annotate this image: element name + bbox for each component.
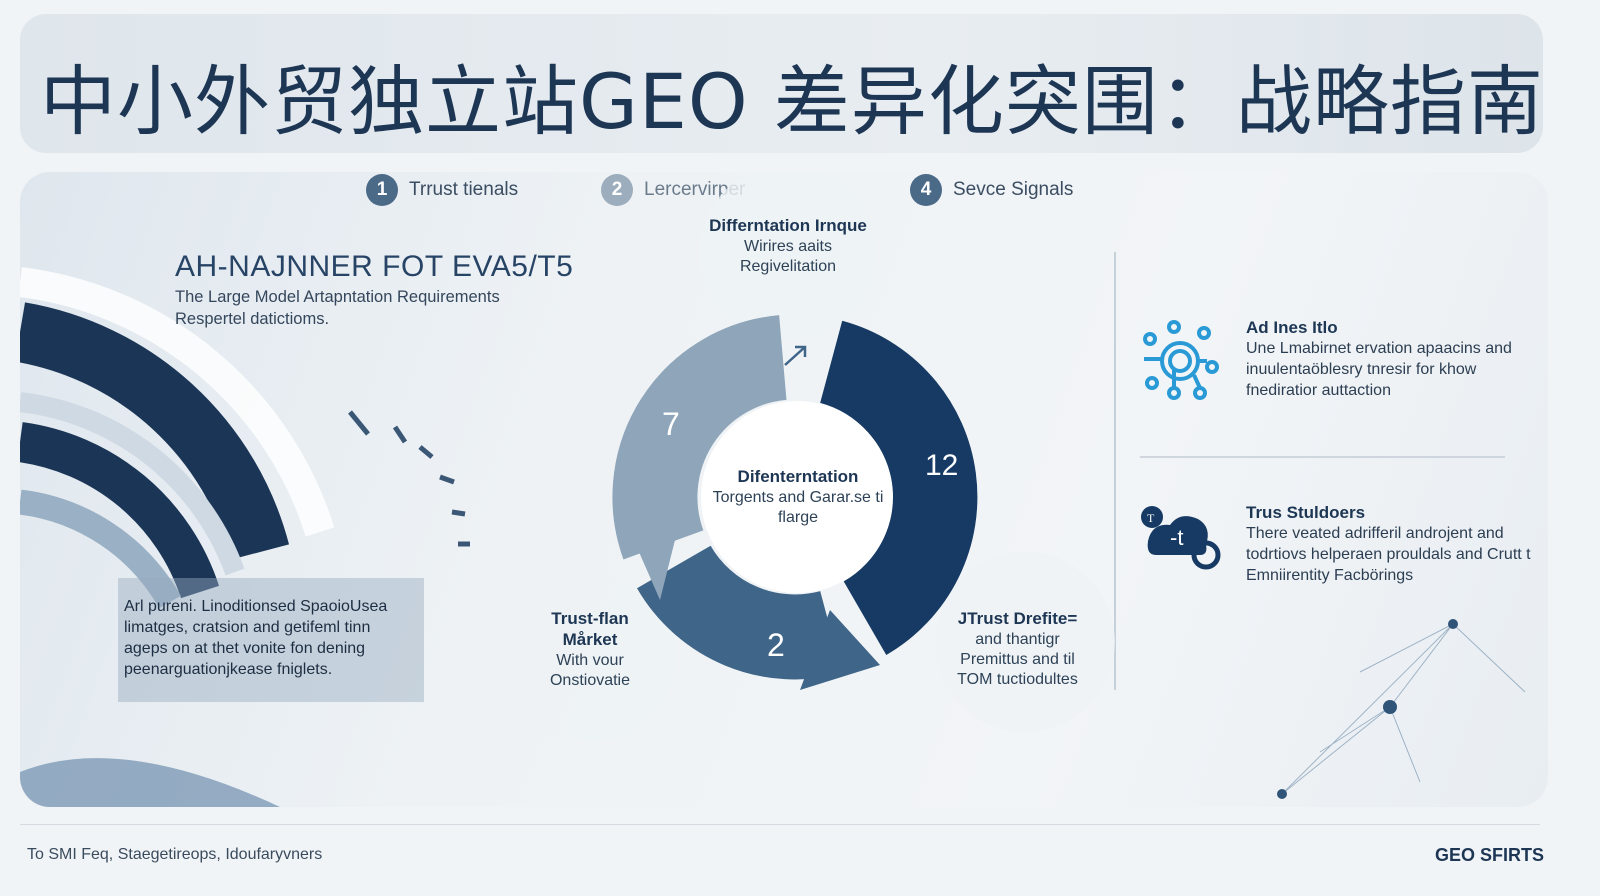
feature-text: There veated adrifferil androjent and to…: [1246, 525, 1531, 584]
intro-text: The Large Model Artapntation Requirement…: [175, 288, 500, 328]
step-4[interactable]: 4 Sevce Signals: [910, 173, 1073, 207]
step-number: 4: [910, 174, 942, 206]
left-note: Arl pureni. Linoditionsed SpaoioUsea lim…: [118, 578, 424, 702]
svg-text:T: T: [1147, 511, 1155, 525]
step-2[interactable]: 2 Lercervirper: [601, 173, 745, 207]
cycle-number: 7: [662, 406, 680, 442]
label-text: Torgents and Garar.se ti flarge: [712, 489, 884, 526]
footer-divider: [20, 824, 1540, 825]
feature-text: Une Lmabirnet ervation apaacins and inuu…: [1246, 340, 1512, 399]
label-title: Differntation Irnque: [709, 216, 867, 235]
label-text: and thantigr Premittus and til TOM tucti…: [957, 631, 1078, 688]
step-number: 2: [601, 174, 633, 206]
step-bar: 1 Trrust tienals 2 Lercervirper 4 Sevce …: [360, 172, 1160, 220]
step-label: Sevce Signals: [953, 179, 1074, 200]
cycle-number: 12: [925, 449, 958, 482]
arrowhead: [625, 480, 690, 600]
step-label: Lercervirper: [644, 179, 746, 200]
arrowhead: [880, 350, 940, 460]
cycle-segment-dark: [819, 320, 978, 655]
step-number: 1: [366, 174, 398, 206]
cycle-bottom-left-label: Trust-flan Mårket With vour Onstiovatie: [530, 609, 650, 691]
footer-brand: GEO SFIRTS: [1434, 845, 1544, 865]
cycle-segment-mid: [637, 544, 843, 680]
label-title: JTrust Drefite=: [957, 609, 1078, 628]
intro-heading: AH-NAJNNER FOT EVA5/T5: [175, 250, 574, 283]
decorative-background: [20, 252, 1526, 807]
svg-text:-t: -t: [1170, 525, 1183, 550]
label-text: Wirires aaits Regivelitation: [739, 238, 837, 275]
arrow-up-right-icon: [784, 345, 807, 366]
title-banner: 中小外贸独立站GEO 差异化突围：战略指南: [20, 14, 1543, 153]
feature-title: Trus Stuldoers: [1246, 503, 1366, 522]
main-panel: 1 Trrust tienals 2 Lercervirper 4 Sevce …: [20, 172, 1548, 807]
cycle-center: [701, 401, 893, 593]
label-title: Difenterntation: [737, 467, 859, 486]
network-icon: [1143, 320, 1219, 400]
cloud-gear-icon: T -t: [1141, 506, 1221, 570]
feature-title: Ad Ines Itlo: [1246, 318, 1338, 337]
cycle-diagram: 7 12 2: [507, 172, 1115, 742]
feature-item: Ad Ines Itlo Une Lmabirnet ervation apaa…: [1246, 317, 1536, 401]
step-label: Trrust tienals: [409, 179, 519, 200]
top-bubble: [700, 172, 876, 340]
cycle-top-label: Differntation Irnque Wirires aaits Regiv…: [708, 216, 868, 277]
footer-text: To SMI Feq, Staegetireops, Idoufaryvners: [27, 846, 323, 863]
page-title: 中小外贸独立站GEO 差异化突围：战略指南: [40, 57, 1544, 146]
step-1[interactable]: 1 Trrust tienals: [366, 173, 518, 207]
cycle-center-label: Difenterntation Torgents and Garar.se ti…: [703, 467, 893, 528]
label-text: With vour Onstiovatie: [549, 652, 631, 689]
arrowhead: [800, 610, 880, 690]
label-title: Trust-flan Mårket: [551, 609, 629, 649]
bottom-left-bubble: [507, 572, 677, 742]
bottom-right-bubble: [935, 552, 1115, 732]
cycle-bottom-right-label: JTrust Drefite= and thantigr Premittus a…: [950, 609, 1085, 690]
cycle-number: 2: [767, 627, 785, 663]
feature-item: Trus Stuldoers There veated adrifferil a…: [1246, 502, 1536, 586]
